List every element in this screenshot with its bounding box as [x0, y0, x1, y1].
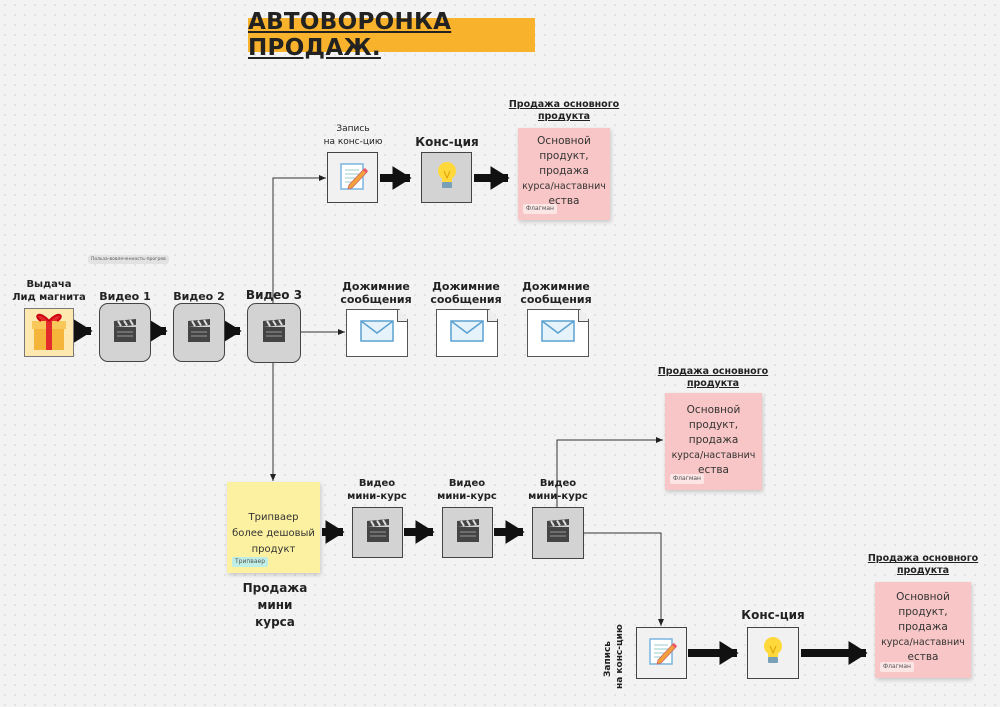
- mini-video3-node[interactable]: [532, 507, 584, 559]
- clapperboard-icon: [260, 318, 288, 348]
- clapperboard-icon: [454, 518, 482, 548]
- followup-message-node[interactable]: [346, 309, 408, 357]
- lightbulb-icon: [761, 635, 785, 671]
- card-line: продажа: [898, 621, 948, 633]
- main-product-card[interactable]: Основной продукт, продажа курса/наставнич ес…: [665, 393, 762, 490]
- clapperboard-icon: [111, 318, 139, 348]
- video2-node[interactable]: [173, 303, 225, 362]
- card-line: более дешовый: [232, 528, 315, 539]
- card-line: продажа: [688, 434, 739, 446]
- memo-pencil-icon: [646, 635, 678, 671]
- envelope-icon: [541, 320, 575, 346]
- clapperboard-icon: [185, 318, 213, 348]
- clapperboard-icon: [544, 518, 572, 548]
- flagship-tag: Флагман: [670, 474, 704, 484]
- lead-magnet-node[interactable]: [24, 308, 74, 357]
- card-line: ества: [698, 464, 729, 476]
- video3-label: Видео 3: [245, 288, 303, 302]
- signup2-node[interactable]: [636, 627, 687, 679]
- stage-tag: Польза-вовлеченность-прогрев: [88, 255, 169, 264]
- consult2-label: Конс-ция: [741, 608, 805, 622]
- envelope-icon: [360, 320, 394, 346]
- card-line: Основной: [686, 404, 741, 416]
- video3-node[interactable]: [247, 303, 301, 363]
- signup-node[interactable]: [327, 152, 378, 203]
- followup-message-node[interactable]: [436, 309, 498, 357]
- clapperboard-icon: [364, 518, 392, 548]
- mini-video1-node[interactable]: [352, 507, 403, 558]
- video2-label: Видео 2: [173, 290, 225, 303]
- card-line: ества: [907, 651, 939, 663]
- card-line: Основной: [896, 591, 950, 603]
- mini-video2-node[interactable]: [442, 507, 493, 558]
- card-line: Основной: [537, 135, 591, 147]
- card-line: продажа: [539, 165, 589, 177]
- envelope-icon: [450, 320, 484, 346]
- card-line: продукт,: [688, 419, 739, 431]
- flagship-tag: Флагман: [523, 204, 557, 214]
- gift-icon: [29, 310, 69, 356]
- flagship-tag: Флагман: [880, 662, 914, 672]
- card-line: продукт,: [539, 150, 589, 162]
- lightbulb-icon: [435, 160, 459, 196]
- memo-pencil-icon: [337, 160, 369, 196]
- consult2-node[interactable]: [747, 627, 799, 679]
- followup-message-node[interactable]: [527, 309, 589, 357]
- consult-node[interactable]: [421, 152, 472, 203]
- consult-label: Конс-ция: [415, 135, 479, 149]
- video1-label: Видео 1: [99, 290, 151, 303]
- main-product-card[interactable]: Основной продукт, продажа курса/наставнич ес…: [875, 582, 971, 678]
- tripwire-tag: Трипваер: [232, 557, 269, 567]
- line-mini3-product: [556, 437, 663, 507]
- line-video3-signup: [272, 175, 326, 303]
- video1-node[interactable]: [99, 303, 151, 362]
- card-line: курса/наставнич: [881, 637, 965, 648]
- card-line: продукт: [251, 544, 296, 555]
- card-line: курса/наставнич: [671, 450, 756, 461]
- tripwire-card[interactable]: Трипваер более дешовый продукт Трипваер: [227, 482, 320, 573]
- line-mini3-signup2: [584, 532, 664, 626]
- card-line: продукт,: [898, 606, 948, 618]
- card-line: курса/наставнич: [522, 181, 606, 192]
- card-line: Трипваер: [248, 512, 299, 523]
